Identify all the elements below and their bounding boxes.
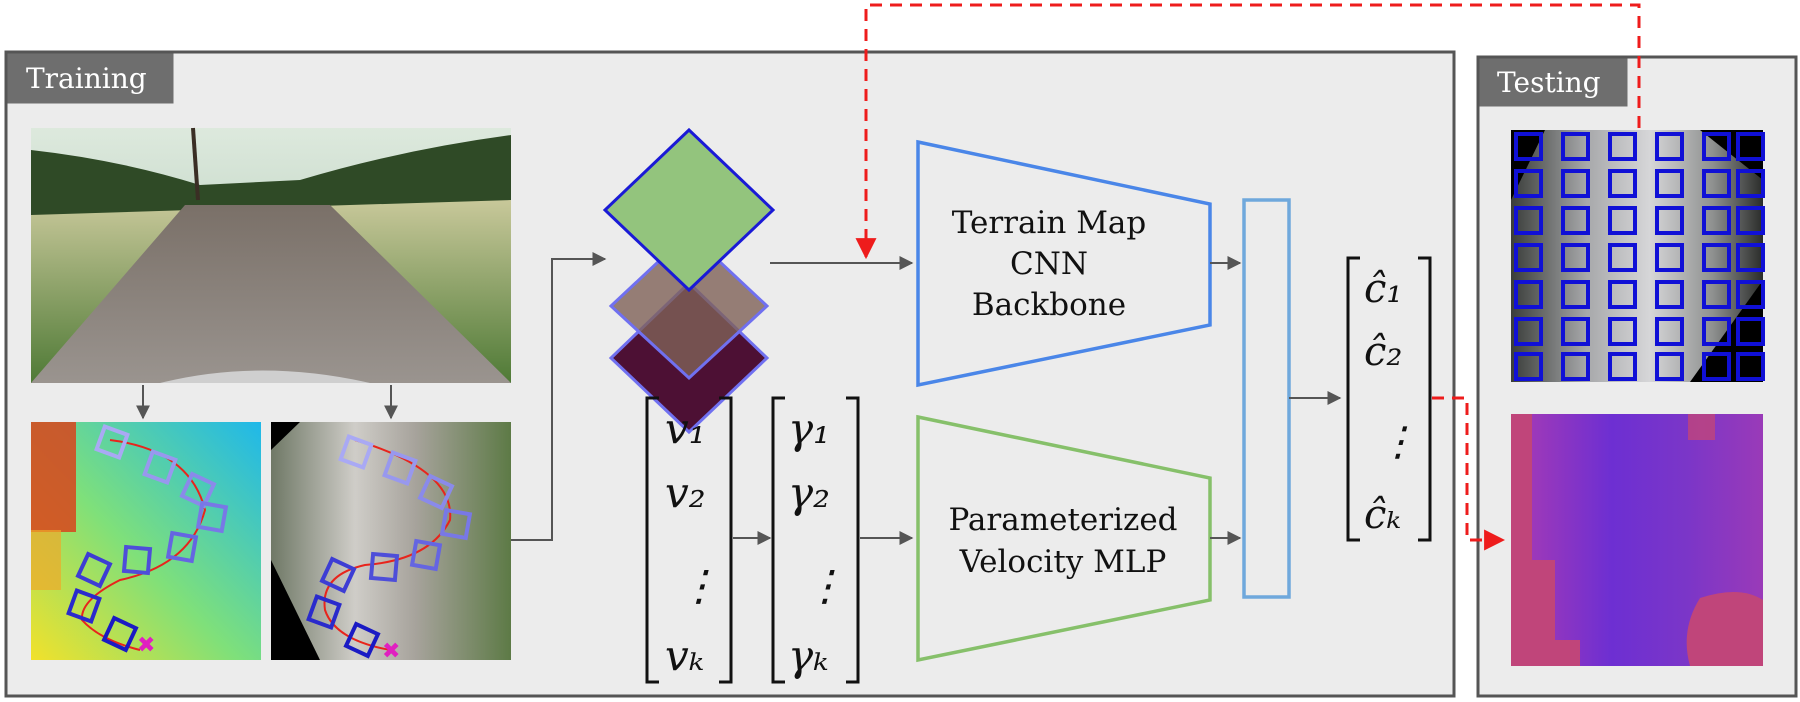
testing-label: Testing [1497,66,1601,99]
cnn-label-line3: Backbone [972,287,1126,323]
cnn-label-line2: CNN [1010,246,1088,282]
testing-cost-map [1511,414,1763,666]
cost-vector: ĉ₁ ĉ₂ ⋮ ĉₖ [1346,256,1432,542]
gamma-vector: γ₁ γ₂ ⋮ γₖ [771,396,860,684]
cost-entry-2: ĉ₂ [1364,329,1402,375]
velocity-vector: v₁ v₂ ⋮ vₖ [645,396,733,684]
dashed-arrow-test-to-cnn [855,3,1641,260]
gamma-entry-3: ⋮ [804,561,846,610]
velocity-entry-3: ⋮ [678,561,720,610]
testing-bev-grid [1511,130,1765,382]
cost-entry-3: ⋮ [1378,419,1418,465]
mlp-label-line1: Parameterized [948,502,1177,538]
velocity-entry-4: vₖ [665,631,704,680]
rgb-bev-map: ✖ [271,422,511,664]
velocity-mlp: Parameterized Velocity MLP [916,414,1212,663]
dashed-arrow-cost-to-map [1432,396,1506,551]
cost-entry-4: ĉₖ [1364,492,1401,538]
height-map: ✖ [31,422,261,660]
svg-text:✖: ✖ [137,633,155,658]
training-label: Training [26,62,147,95]
velocity-entry-1: v₁ [665,404,706,453]
svg-text:✖: ✖ [382,639,400,664]
map-layer-stack [602,127,776,435]
cnn-label-line1: Terrain Map [952,205,1147,241]
gamma-entry-2: γ₂ [788,468,830,517]
gamma-entry-4: γₖ [788,631,828,680]
arrow-maps-to-stack [511,252,607,541]
camera-image [31,127,511,383]
testing-tab [1479,58,1628,107]
cost-entry-1: ĉ₁ [1364,266,1402,312]
terrain-cnn-backbone: Terrain Map CNN Backbone [916,139,1212,388]
concat-feature-bar [1242,198,1291,599]
gamma-entry-1: γ₁ [788,404,830,453]
velocity-entry-2: v₂ [665,468,706,517]
mlp-label-line2: Velocity MLP [959,544,1167,580]
training-tab [7,53,174,104]
